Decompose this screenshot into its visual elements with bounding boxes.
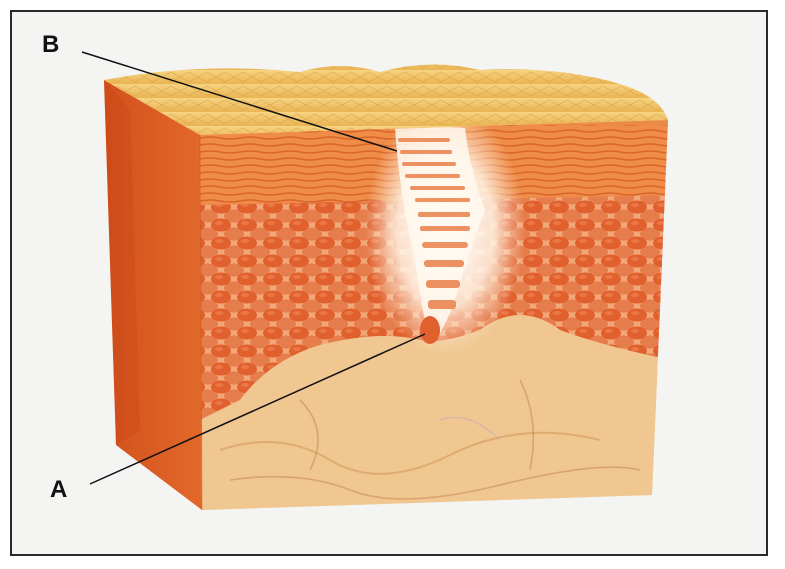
label-b: B: [42, 33, 59, 57]
leader-line-b: [82, 52, 397, 151]
label-a: A: [50, 478, 67, 502]
leader-line-a: [90, 334, 425, 484]
